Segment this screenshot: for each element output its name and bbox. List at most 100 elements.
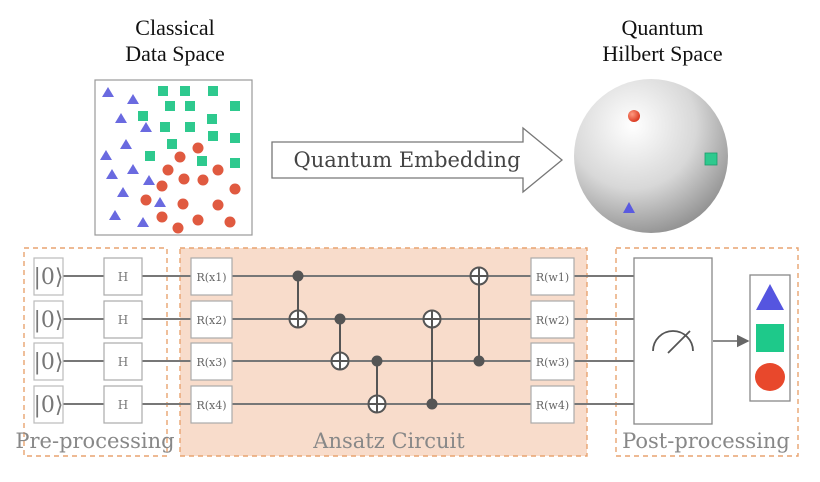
circle-icon (197, 174, 209, 186)
embedding-label: Quantum Embedding (293, 148, 520, 172)
square-icon (158, 86, 168, 96)
qubit-state-box (33, 385, 64, 424)
postprocessing-label: Post-processing (622, 429, 790, 453)
circle-points (140, 142, 241, 234)
weight-gate-label: R(w2) (536, 314, 569, 327)
weight-gate (530, 300, 575, 339)
circle-icon (192, 142, 204, 154)
square-icon (230, 158, 240, 168)
circle-icon (162, 164, 174, 176)
meter-icon (652, 330, 694, 354)
square-icon (160, 122, 170, 132)
arrow-icon (271, 126, 564, 194)
control-dot (292, 270, 304, 282)
weight-gate-label: R(w3) (536, 356, 569, 369)
triangle-icon (102, 87, 114, 97)
quantum-title-line1: Quantum (621, 15, 704, 40)
qubit-state-label: |0⟩ (34, 350, 64, 375)
circle-icon (140, 194, 152, 206)
preprocessing-label: Pre-processing (15, 429, 174, 453)
weight-gates: R(w1) R(w2) R(w3) R(w4) (530, 257, 575, 424)
quantum-title: Quantum Hilbert Space (575, 15, 750, 67)
qubit-state-label: |0⟩ (34, 265, 64, 290)
weight-gate (530, 257, 575, 296)
hadamard-gate (103, 300, 143, 339)
encoding-gate-label: R(x4) (196, 399, 226, 412)
quantum-title-line2: Hilbert Space (602, 41, 723, 66)
control-dot (371, 355, 383, 367)
square-icon (756, 324, 784, 352)
square-points (138, 86, 240, 168)
circle-icon (178, 173, 190, 185)
hadamard-gate (103, 385, 143, 424)
circle-icon (172, 222, 184, 234)
square-icon (704, 152, 718, 166)
triangle-icon (127, 94, 139, 104)
square-icon (197, 156, 207, 166)
control-dot (426, 398, 438, 410)
control-dot (334, 313, 346, 325)
square-icon (207, 114, 217, 124)
triangle-icon (137, 217, 149, 227)
square-icon (138, 111, 148, 121)
circle-icon (177, 198, 189, 210)
weight-gate-label: R(w4) (536, 399, 569, 412)
entangling-gates (288, 266, 489, 414)
output-classes (749, 274, 791, 402)
circle-icon (212, 164, 224, 176)
encoding-gate-label: R(x3) (196, 356, 226, 369)
hadamard-gate (103, 342, 143, 381)
triangle-icon (143, 175, 155, 185)
triangle-icon (140, 122, 152, 132)
circle-icon (212, 199, 224, 211)
encoding-gate-label: R(x2) (196, 314, 226, 327)
circle-icon (229, 183, 241, 195)
hilbert-sphere (574, 79, 728, 233)
hadamard-label: H (118, 313, 128, 327)
classical-title-line1: Classical (135, 15, 215, 40)
qubit-state-box (33, 342, 64, 381)
triangle-icon (623, 202, 635, 213)
weight-gate (530, 385, 575, 424)
ansatz-region (179, 247, 588, 457)
square-icon (145, 151, 155, 161)
hadamard-label: H (118, 398, 128, 412)
classical-title: Classical Data Space (95, 15, 255, 67)
classical-data-box (94, 79, 253, 236)
triangle-icon (106, 169, 118, 179)
triangle-icon (120, 139, 132, 149)
circle-icon (628, 110, 640, 122)
qubit-state-label: |0⟩ (34, 393, 64, 418)
control-dot (473, 355, 485, 367)
triangle-icon (117, 187, 129, 197)
hadamard-gates: H H H H (103, 257, 143, 424)
triangle-icon (154, 197, 166, 207)
circle-icon (755, 363, 785, 391)
triangle-icon (115, 113, 127, 123)
postprocessing-region (615, 247, 799, 457)
circle-icon (192, 214, 204, 226)
qubit-state-box (33, 300, 64, 339)
embedding-arrow: Quantum Embedding (271, 126, 564, 194)
triangle-icon (756, 284, 784, 310)
triangle-points (100, 87, 166, 227)
square-icon (230, 133, 240, 143)
circle-icon (174, 151, 186, 163)
square-icon (165, 101, 175, 111)
hadamard-label: H (118, 355, 128, 369)
square-icon (167, 139, 177, 149)
square-icon (208, 131, 218, 141)
circle-icon (156, 180, 168, 192)
triangle-icon (127, 164, 139, 174)
encoding-gate (190, 385, 233, 424)
triangle-icon (100, 150, 112, 160)
ansatz-label: Ansatz Circuit (312, 429, 465, 453)
circle-icon (156, 211, 168, 223)
circle-icon (224, 216, 236, 228)
encoding-gate (190, 342, 233, 381)
qubit-states: |0⟩ |0⟩ |0⟩ |0⟩ (33, 257, 64, 424)
hadamard-gate (103, 257, 143, 296)
measurement-box (633, 257, 750, 425)
square-icon (185, 101, 195, 111)
